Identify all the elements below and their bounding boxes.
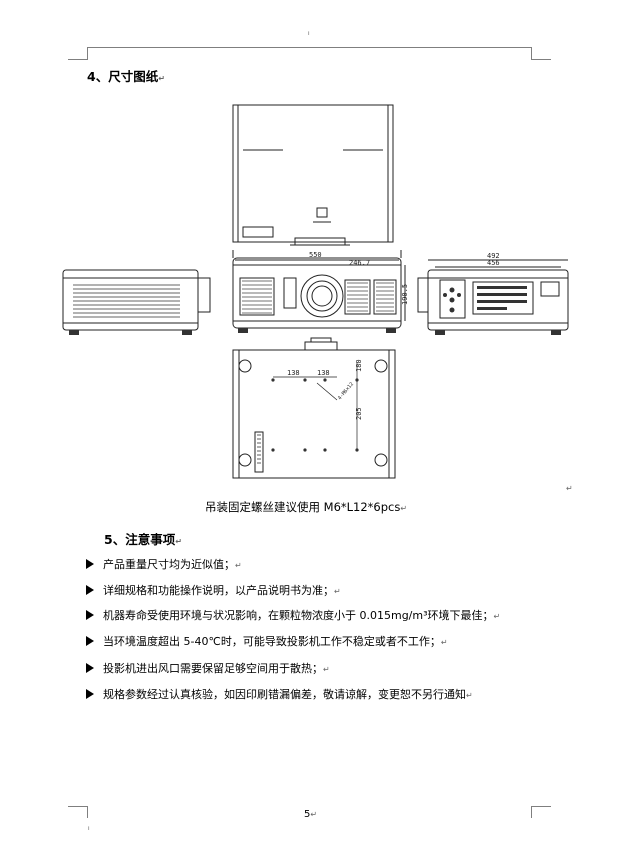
paragraph-mark: ↵: [466, 691, 473, 700]
dimension-246-7: 246.7: [349, 259, 370, 267]
paragraph-mark: ↵: [235, 561, 242, 570]
list-item: 产品重量尺寸均为近似值；↵: [86, 556, 242, 574]
front-view: [232, 250, 406, 329]
arrow-bullet-icon: [86, 610, 94, 620]
list-item: 规格参数经过认真核验，如因印刷错漏偏差，敬请谅解，变更恕不另行通知↵: [86, 686, 473, 704]
footer-rule-right: [531, 806, 551, 807]
list-item: 详细规格和功能操作说明，以产品说明书为准；↵: [86, 582, 341, 600]
header-crop-right: [531, 47, 532, 60]
top-view: [232, 104, 394, 246]
section-5-title: 5、注意事项↵: [104, 529, 182, 548]
note-text: 详细规格和功能操作说明，以产品说明书为准；: [103, 584, 334, 597]
drawing-caption: 吊装固定螺丝建议使用 M6*L12*6pcs↵: [205, 499, 407, 515]
section-4-title-text: 4、尺寸图纸: [87, 69, 159, 84]
header-rule-right: [531, 59, 551, 60]
list-item: 机器寿命受使用环境与状况影响，在颗粒物浓度小于 0.015mg/m³环境下最佳；…: [86, 607, 500, 625]
paragraph-mark: ↵: [323, 665, 330, 674]
paragraph-mark: ↵: [440, 638, 448, 647]
list-item: 投影机进出风口需要保留足够空间用于散热；↵: [86, 660, 330, 678]
note-text: 投影机进出风口需要保留足够空间用于散热；: [103, 662, 323, 675]
note-text: 当环境温度超出 5-40℃时，可能导致投影机工作不稳定或者不工作；: [103, 635, 441, 648]
dimension-138-b: 138: [317, 369, 330, 377]
arrow-bullet-icon: [86, 559, 94, 569]
header-mark: ᵢ: [308, 28, 310, 38]
note-text: 机器寿命受使用环境与状况影响，在颗粒物浓度小于 0.015mg/m³环境下最佳；: [103, 609, 494, 622]
dimension-492: 492: [487, 252, 500, 260]
page-number-text: 5: [304, 809, 311, 820]
dimension-m6: 4-M6x12: [337, 381, 355, 401]
dimension-456: 456: [487, 259, 500, 267]
footer-corner-mark: ᵢ: [88, 823, 90, 833]
bottom-view: [232, 337, 396, 479]
note-text: 产品重量尺寸均为近似值；: [103, 558, 235, 571]
section-5-title-text: 5、注意事项: [104, 532, 176, 547]
dimension-550: 550: [309, 251, 322, 259]
section-4-title: 4、尺寸图纸↵: [87, 66, 165, 85]
header-crop-left: [87, 47, 88, 60]
list-item: 当环境温度超出 5-40℃时，可能导致投影机工作不稳定或者不工作；↵: [86, 633, 448, 651]
paragraph-mark: ↵: [175, 537, 182, 546]
arrow-bullet-icon: [86, 585, 94, 595]
arrow-bullet-icon: [86, 636, 94, 646]
paragraph-mark: ↵: [493, 612, 501, 621]
dimension-180: 180: [355, 359, 363, 372]
paragraph-mark: ↵: [400, 504, 408, 513]
footer-crop-right: [531, 806, 532, 818]
paragraph-mark: ↵: [158, 74, 165, 83]
drawing-caption-text: 吊装固定螺丝建议使用 M6*L12*6pcs: [205, 500, 401, 514]
header-rule-left: [68, 59, 88, 60]
paragraph-mark: ↵: [310, 810, 318, 819]
paragraph-mark: ↵: [334, 587, 341, 596]
header-rule: [87, 47, 531, 48]
dimension-205: 205: [355, 407, 363, 420]
footer-rule-left: [68, 806, 88, 807]
left-side-view: [62, 269, 211, 331]
page-number: 5↵: [304, 809, 317, 820]
rear-view: [417, 259, 569, 331]
dimension-190-5: 190.5: [401, 284, 409, 305]
note-text: 规格参数经过认真核验，如因印刷错漏偏差，敬请谅解，变更恕不另行通知: [103, 688, 466, 701]
dimension-drawing: 550 246.7 190.5 492 456 138 138 180 205 …: [62, 104, 569, 479]
footer-crop-left: [87, 806, 88, 818]
arrow-bullet-icon: [86, 689, 94, 699]
paragraph-mark-right: ↵: [566, 484, 573, 493]
arrow-bullet-icon: [86, 663, 94, 673]
dimension-138-a: 138: [287, 369, 300, 377]
